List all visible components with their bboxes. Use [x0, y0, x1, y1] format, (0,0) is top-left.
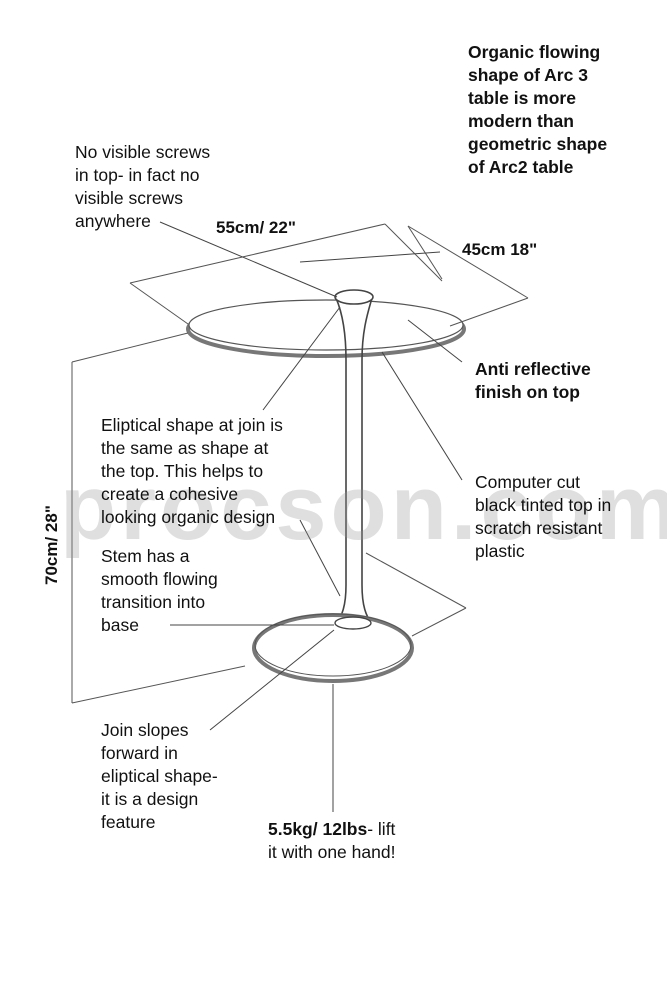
stem-transition-note: Stem has a smooth flowing transition int…	[101, 546, 218, 635]
depth-dimension-label: 45cm 18"	[462, 240, 538, 259]
weight-value: 5.5kg/ 12lbs	[268, 819, 368, 839]
organic-shape-note: Organic flowing shape of Arc 3 table is …	[468, 42, 608, 177]
no-screws-note: No visible screws in top- in fact no vis…	[75, 142, 211, 231]
table-top	[186, 299, 466, 358]
dimension-lines	[71, 223, 529, 704]
watermark: procson.com	[60, 457, 667, 559]
height-dimension-label: 70cm/ 28"	[42, 505, 61, 585]
weight-note: 5.5kg/ 12lbs- lift it with one hand!	[268, 819, 396, 862]
leader-lines	[159, 221, 463, 812]
eliptical-join-note: Eliptical shape at join is the same as s…	[101, 415, 283, 527]
table-base	[252, 613, 414, 683]
anti-reflective-note: Anti reflective finish on top	[475, 359, 591, 402]
width-dimension-label: 55cm/ 22"	[216, 218, 296, 237]
join-slopes-note: Join slopes forward in eliptical shape- …	[101, 720, 218, 832]
computer-cut-note: Computer cut black tinted top in scratch…	[475, 472, 612, 561]
